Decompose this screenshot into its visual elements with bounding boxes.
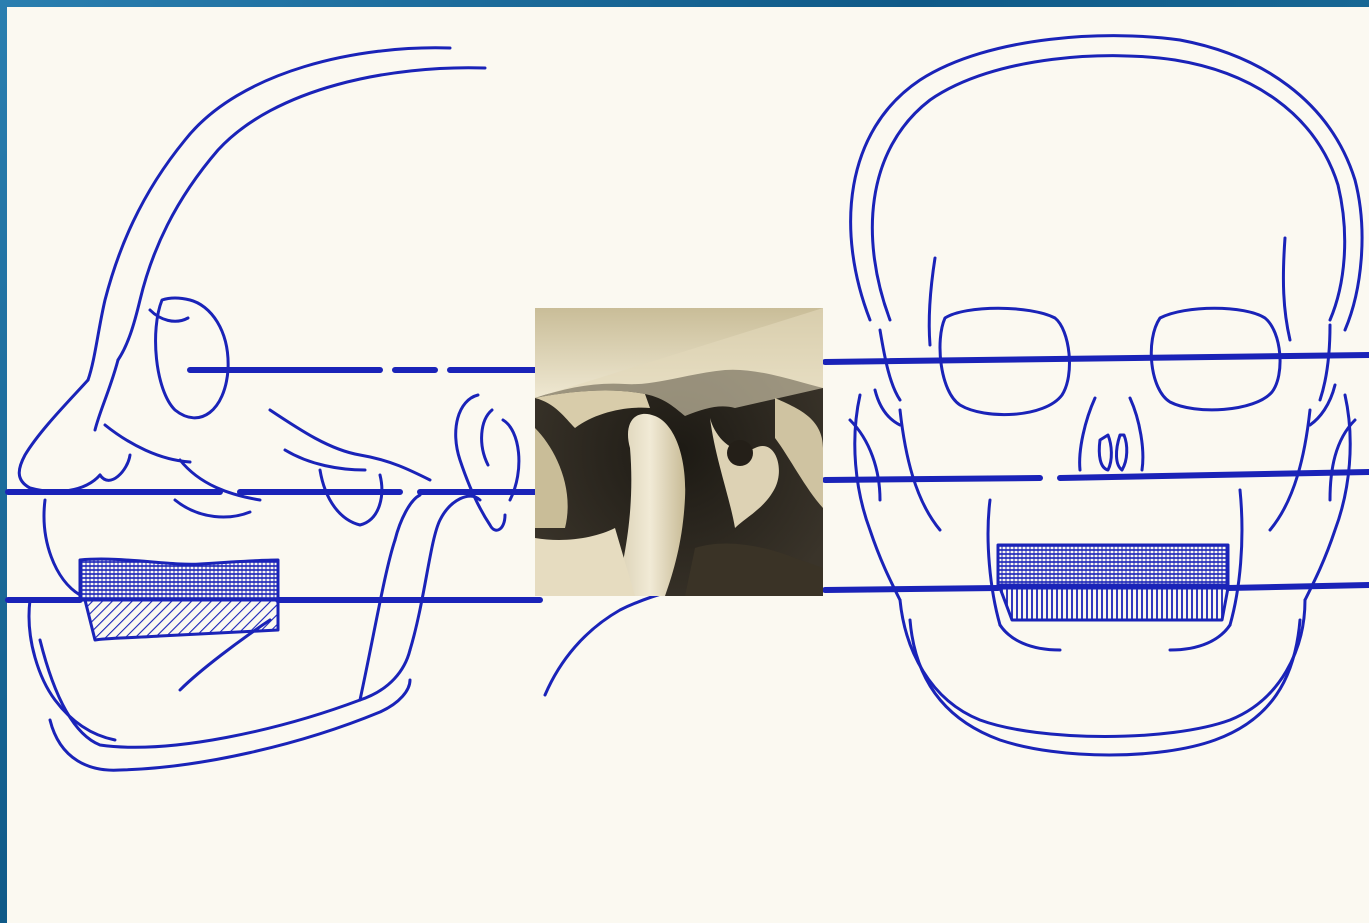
frontal-teeth-block	[998, 545, 1228, 620]
lateral-teeth-block	[80, 559, 278, 640]
frontal-skull-outline	[850, 36, 1362, 755]
tmj-photo-illustration	[535, 308, 823, 596]
tmj-photo	[535, 308, 823, 596]
